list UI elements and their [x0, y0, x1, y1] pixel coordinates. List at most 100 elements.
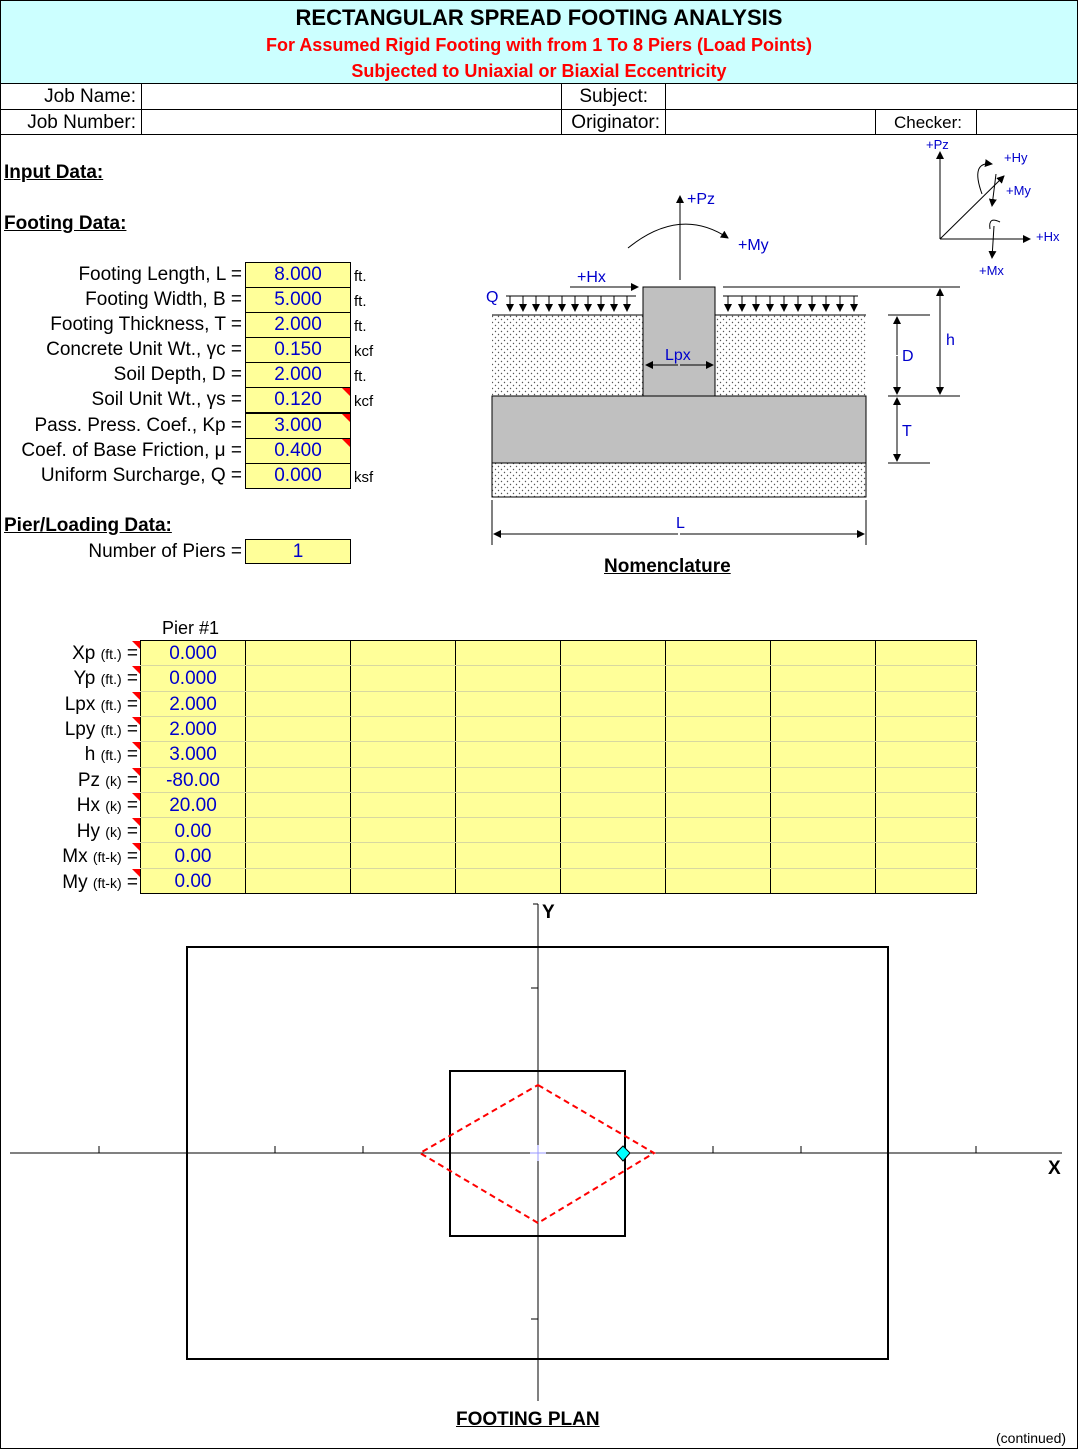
footing-width-input[interactable]: 5.000 — [245, 287, 351, 313]
divider — [0, 109, 1077, 110]
footing-section — [491, 395, 867, 464]
pier-section — [642, 286, 716, 397]
soil-left — [492, 315, 644, 396]
grid-row-line — [140, 842, 977, 844]
legend-hx: +Hx — [1036, 229, 1060, 244]
pier-yp-input[interactable]: 0.000 — [169, 668, 217, 689]
job-number-field[interactable] — [142, 110, 560, 133]
pier-row-label: h (ft.) = — [84, 744, 138, 765]
grid-row-line — [140, 791, 977, 793]
pier-row-label: Hy (k) = — [76, 821, 138, 842]
pier-xp-input[interactable]: 0.000 — [169, 643, 217, 664]
soil-depth-input[interactable]: 2.000 — [245, 362, 351, 388]
page-title: RECTANGULAR SPREAD FOOTING ANALYSIS — [295, 5, 783, 30]
comment-indicator — [342, 388, 350, 396]
y-axis-label: Y — [542, 902, 555, 923]
nom-d-label: D — [902, 348, 914, 365]
nom-l-label: L — [676, 515, 685, 532]
footing-thickness-input[interactable]: 2.000 — [245, 312, 351, 338]
nom-lpx-label: Lpx — [665, 347, 691, 364]
soil-depth-unit: ft. — [354, 368, 367, 385]
footing-length-unit: ft. — [354, 268, 367, 285]
divider — [0, 134, 1077, 135]
nomenclature-diagram: +Pz +My +Hx Q Lpx D h T L — [486, 191, 960, 545]
grid-row-line — [140, 665, 977, 667]
number-of-piers-input[interactable]: 1 — [245, 539, 351, 564]
number-of-piers-label: Number of Piers = — [88, 541, 242, 562]
comment-indicator — [132, 843, 140, 852]
pier-hx-input[interactable]: 20.00 — [169, 795, 217, 816]
checker-field[interactable] — [977, 110, 1076, 133]
pier-lpy-input[interactable]: 2.000 — [169, 719, 217, 740]
soil-right — [715, 315, 866, 396]
pier-row-label: Hx (k) = — [76, 795, 138, 816]
footing-length-input[interactable]: 8.000 — [245, 262, 351, 288]
nomenclature-caption: Nomenclature — [604, 556, 731, 577]
divider — [141, 84, 142, 134]
divider — [561, 84, 562, 134]
uniform-surcharge-unit: ksf — [354, 469, 374, 486]
job-number-label: Job Number: — [27, 112, 136, 133]
pier-row-label: Lpy (ft.) = — [64, 719, 138, 740]
subject-label: Subject: — [579, 86, 648, 107]
pier-row-label: Yp (ft.) = — [73, 668, 139, 689]
footing-plan-caption: FOOTING PLAN — [456, 1409, 600, 1430]
job-name-field[interactable] — [142, 85, 560, 108]
concrete-unit-wt-input[interactable]: 0.150 — [245, 337, 351, 363]
concrete-unit-wt-unit: kcf — [354, 343, 374, 360]
nom-q-label: Q — [486, 289, 498, 306]
footing-width-unit: ft. — [354, 293, 367, 310]
grid-row-line — [140, 741, 977, 743]
pier-row-label: Pz (k) = — [77, 770, 138, 791]
pier-hy-input[interactable]: 0.00 — [174, 821, 212, 842]
soil-unit-wt-unit: kcf — [354, 393, 374, 410]
pier-row-label: Xp (ft.) = — [72, 643, 138, 664]
base-friction-coef-label: Coef. of Base Friction, μ = — [21, 440, 242, 461]
pier-mx-input[interactable]: 0.00 — [174, 846, 212, 867]
pier-row-label: Mx (ft-k) = — [62, 846, 138, 867]
comment-indicator — [132, 792, 140, 801]
title-banner: RECTANGULAR SPREAD FOOTING ANALYSIS For … — [1, 1, 1077, 84]
originator-field[interactable] — [666, 110, 874, 133]
soil-unit-wt-label: Soil Unit Wt., γs = — [91, 389, 242, 410]
soil-depth-label: Soil Depth, D = — [113, 364, 242, 385]
pier-row-label: Lpx (ft.) = — [64, 694, 138, 715]
grid-row-line — [140, 690, 977, 692]
grid-row-line — [140, 766, 977, 768]
pier-pz-input[interactable]: -80.00 — [166, 770, 220, 791]
nom-h-label: h — [946, 332, 955, 349]
comment-indicator — [132, 666, 140, 675]
footing-thickness-unit: ft. — [354, 318, 367, 335]
subject-field[interactable] — [666, 85, 1076, 108]
pier-my-input[interactable]: 0.00 — [174, 871, 212, 892]
pier-h-input[interactable]: 3.000 — [169, 744, 217, 765]
divider — [665, 84, 666, 134]
job-name-label: Job Name: — [44, 86, 136, 107]
legend-hy: +Hy — [1004, 150, 1028, 165]
uniform-surcharge-input[interactable]: 0.000 — [245, 463, 351, 489]
footing-data-heading: Footing Data: — [4, 213, 127, 234]
comment-indicator — [342, 439, 350, 447]
comment-indicator — [132, 742, 140, 751]
footing-outline — [186, 946, 889, 1360]
grid-row-line — [140, 867, 977, 869]
pier-column-header: Pier #1 — [162, 618, 220, 638]
soil-unit-wt-input[interactable]: 0.120 — [245, 387, 351, 413]
comment-indicator — [132, 691, 140, 700]
soil-below — [491, 462, 867, 498]
divider — [976, 109, 977, 134]
footing-width-label: Footing Width, B = — [85, 289, 242, 310]
comment-indicator — [132, 716, 140, 725]
comment-indicator — [132, 818, 140, 827]
originator-label: Originator: — [571, 112, 660, 133]
pier-lpx-input[interactable]: 2.000 — [169, 694, 217, 715]
x-axis-label: X — [1048, 1158, 1061, 1179]
comment-indicator — [132, 767, 140, 776]
base-friction-coef-input[interactable]: 0.400 — [245, 438, 351, 464]
checker-label: Checker: — [893, 113, 962, 132]
comment-indicator — [342, 414, 350, 422]
footing-thickness-label: Footing Thickness, T = — [50, 314, 242, 335]
grid-row-line — [140, 715, 977, 717]
passive-pressure-coef-input[interactable]: 3.000 — [245, 413, 351, 439]
continued-note: (continued) — [996, 1430, 1067, 1446]
